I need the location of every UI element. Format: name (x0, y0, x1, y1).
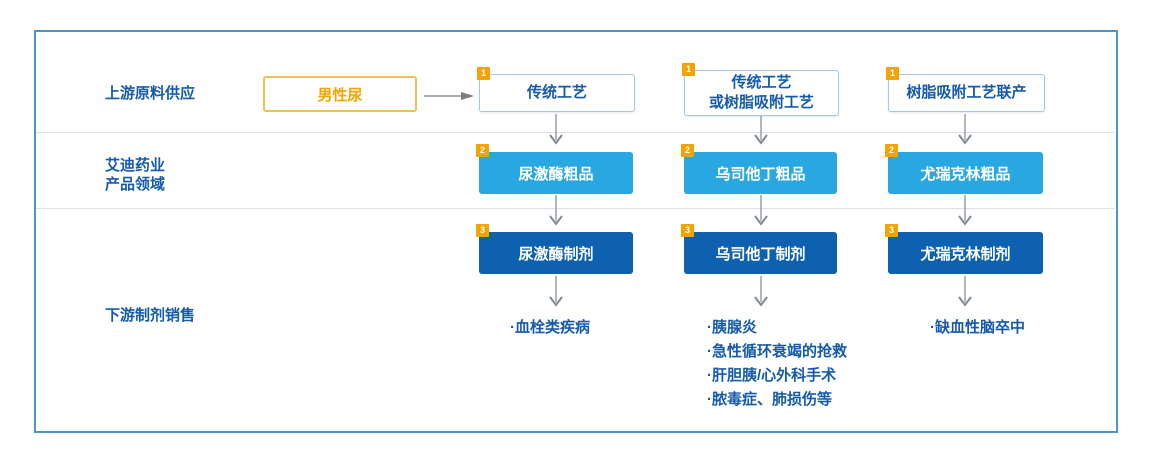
process-box-col1: 1 传统工艺 (477, 67, 635, 112)
right-arrow-icon (424, 92, 474, 100)
step-badge: 3 (476, 224, 489, 237)
crude-box-col1: 2 尿激酶粗品 (476, 144, 633, 194)
crude-box-col3: 2 尤瑞克林粗品 (885, 144, 1043, 194)
down-arrow-icon (958, 276, 972, 307)
down-arrow-icon (958, 195, 972, 226)
step-badge: 1 (477, 67, 490, 80)
diagram-border (34, 30, 1118, 433)
crude-label: 尿激酶粗品 (518, 165, 594, 183)
step-badge: 1 (682, 63, 695, 76)
step-badge: 3 (681, 224, 694, 237)
process-box-col2: 1 传统工艺 或树脂吸附工艺 (682, 63, 839, 116)
indication-item: ·肝胆胰/心外科手术 (707, 367, 837, 384)
indication-item: ·急性循环衰竭的抢救 (707, 343, 847, 360)
down-arrow-icon (754, 276, 768, 307)
prep-box-col2: 3 乌司他丁制剂 (681, 224, 837, 274)
row-label-company: 艾迪药业 产品领域 (105, 156, 165, 194)
indication-list-col1: ·血栓类疾病 (510, 316, 590, 340)
crude-label: 尤瑞克林粗品 (920, 165, 1011, 183)
prep-box-col3: 3 尤瑞克林制剂 (885, 224, 1043, 274)
row-label-downstream: 下游制剂销售 (105, 307, 196, 324)
row-label-upstream: 上游原料供应 (105, 85, 196, 102)
step-badge: 2 (885, 144, 898, 157)
down-arrow-icon (754, 195, 768, 226)
step-badge: 2 (476, 144, 489, 157)
indication-list-col3: ·缺血性脑卒中 (930, 316, 1025, 340)
indication-item: ·胰腺炎 (707, 319, 757, 336)
row-label-company-line1: 艾迪药业 (105, 157, 166, 174)
process-label-line2: 或树脂吸附工艺 (708, 94, 814, 111)
indication-item: ·脓毒症、肺损伤等 (707, 391, 832, 408)
step-badge: 3 (885, 224, 898, 237)
down-arrow-icon (754, 116, 768, 145)
step-badge: 1 (886, 67, 899, 80)
down-arrow-icon (549, 114, 563, 145)
prep-label: 尿激酶制剂 (518, 245, 594, 263)
male-urine-box: 男性尿 (263, 76, 417, 112)
down-arrow-icon (549, 276, 563, 307)
process-label-line1: 传统工艺 (731, 74, 792, 91)
indication-item: ·血栓类疾病 (510, 319, 590, 336)
crude-label: 乌司他丁粗品 (715, 165, 806, 183)
process-box-col3: 1 树脂吸附工艺联产 (886, 67, 1045, 112)
row-label-company-line2: 产品领域 (105, 176, 166, 193)
down-arrow-icon (549, 195, 563, 226)
male-urine-label: 男性尿 (317, 86, 363, 104)
prep-label: 尤瑞克林制剂 (920, 245, 1011, 263)
indication-item: ·缺血性脑卒中 (930, 319, 1025, 336)
process-label: 树脂吸附工艺联产 (906, 84, 1027, 101)
crude-box-col2: 2 乌司他丁粗品 (681, 144, 837, 194)
indication-list-col2: ·胰腺炎 ·急性循环衰竭的抢救 ·肝胆胰/心外科手术 ·脓毒症、肺损伤等 (707, 316, 847, 412)
down-arrow-icon (958, 114, 972, 145)
row-divider-2 (36, 208, 1114, 209)
step-badge: 2 (681, 144, 694, 157)
prep-label: 乌司他丁制剂 (715, 245, 806, 263)
prep-box-col1: 3 尿激酶制剂 (476, 224, 633, 274)
process-label: 传统工艺 (526, 84, 587, 101)
row-divider-1 (36, 132, 1114, 133)
